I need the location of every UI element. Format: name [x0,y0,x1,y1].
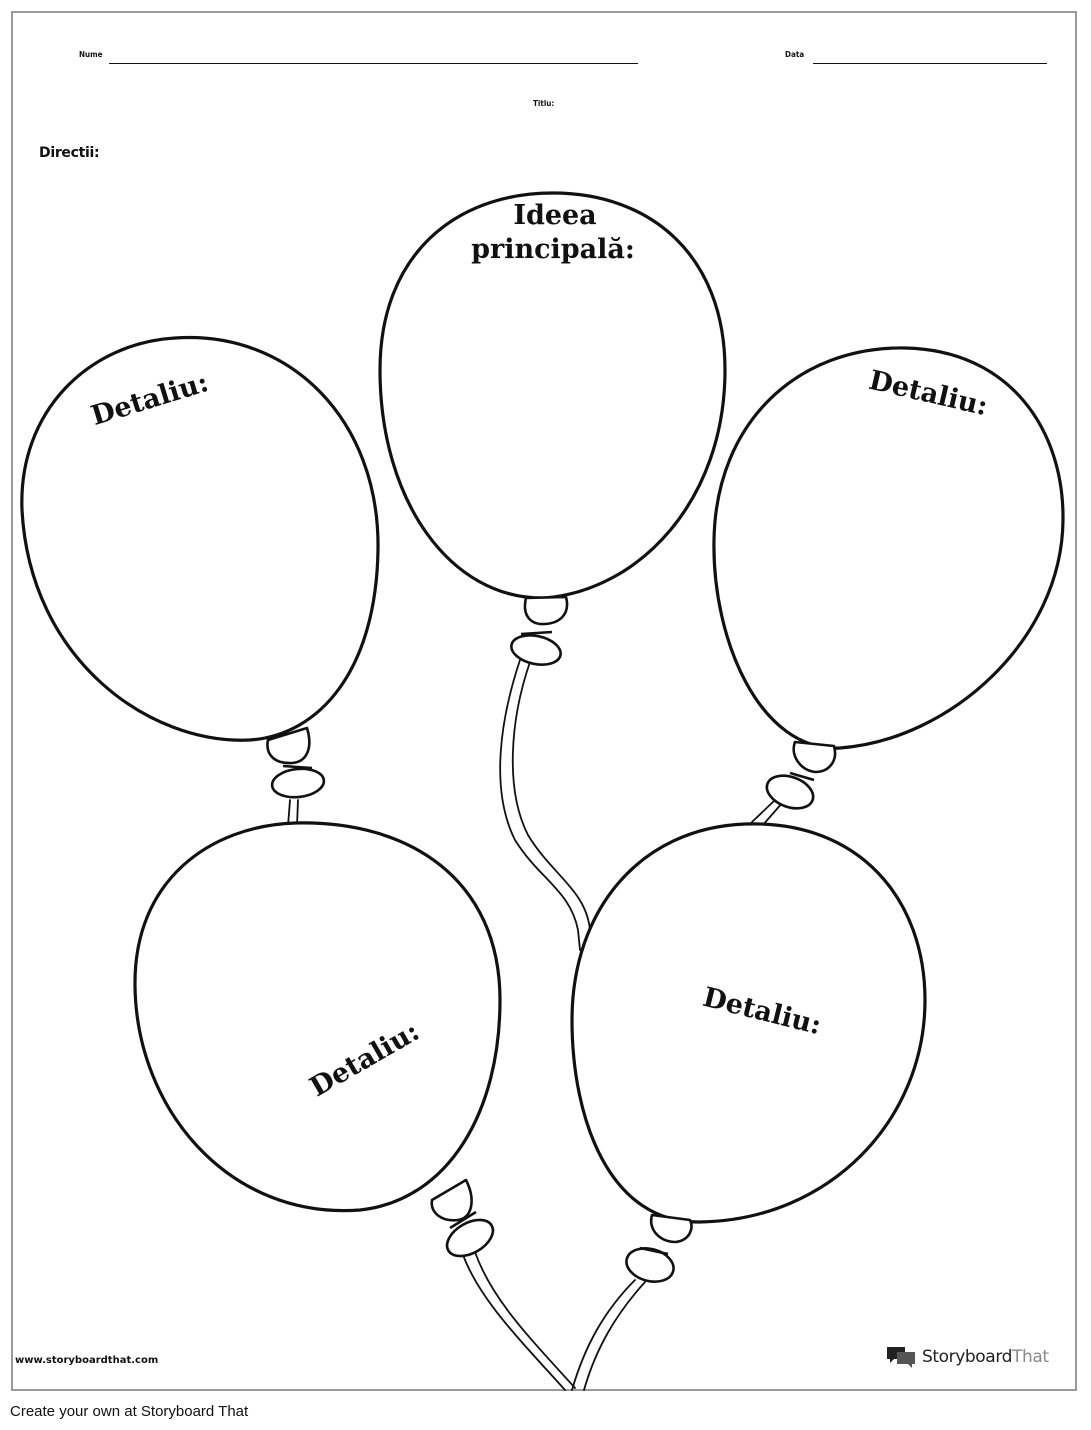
page-caption[interactable]: Create your own at Storyboard That [10,1403,249,1420]
detail-balloon-bottom-right [570,822,927,1224]
bottom-right-balloon-string [571,1279,636,1391]
bottom-left-balloon-string [462,1254,566,1391]
name-label: Nume [79,50,103,59]
bottom-right-balloon-tie [625,1247,675,1283]
detail-balloon-top-left [20,335,380,742]
main-idea-label-line1: Ideea [513,200,596,231]
footer-website[interactable]: www.storyboardthat.com [15,1355,159,1366]
title-label: Titlu: [533,99,555,108]
top-left-balloon-knot [266,726,311,765]
detail-balloon-top-right [712,346,1065,750]
brand-bold: Storyboard [922,1347,1012,1367]
main-idea-label-line2: principală: [471,234,635,265]
brand-wordmark: StoryboardThat [922,1347,1049,1367]
directions-label: Directii: [39,145,100,161]
top-right-balloon-string [751,799,776,823]
main-balloon-tie [510,634,562,666]
top-right-balloon-tie [765,774,815,810]
bottom-right-balloon-knot [649,1213,693,1244]
top-left-balloon-string [287,799,291,827]
top-left-balloon-tie [270,767,326,799]
main-balloon-string-inner [511,661,591,931]
main-balloon-knot [523,595,569,626]
date-field-line[interactable] [813,63,1047,64]
top-right-balloon-knot [792,740,837,774]
detail-balloon-bottom-left [133,821,502,1213]
bottom-left-balloon-knot [430,1178,473,1222]
name-field-line[interactable] [109,63,638,64]
storyboardthat-brand[interactable]: StoryboardThat [884,1344,1049,1370]
bottom-left-balloon-tie [445,1218,495,1258]
date-label: Data [785,50,805,59]
main-balloon-string [499,659,581,951]
storyboardthat-logo-icon [887,1347,915,1368]
brand-light: That [1012,1347,1049,1367]
